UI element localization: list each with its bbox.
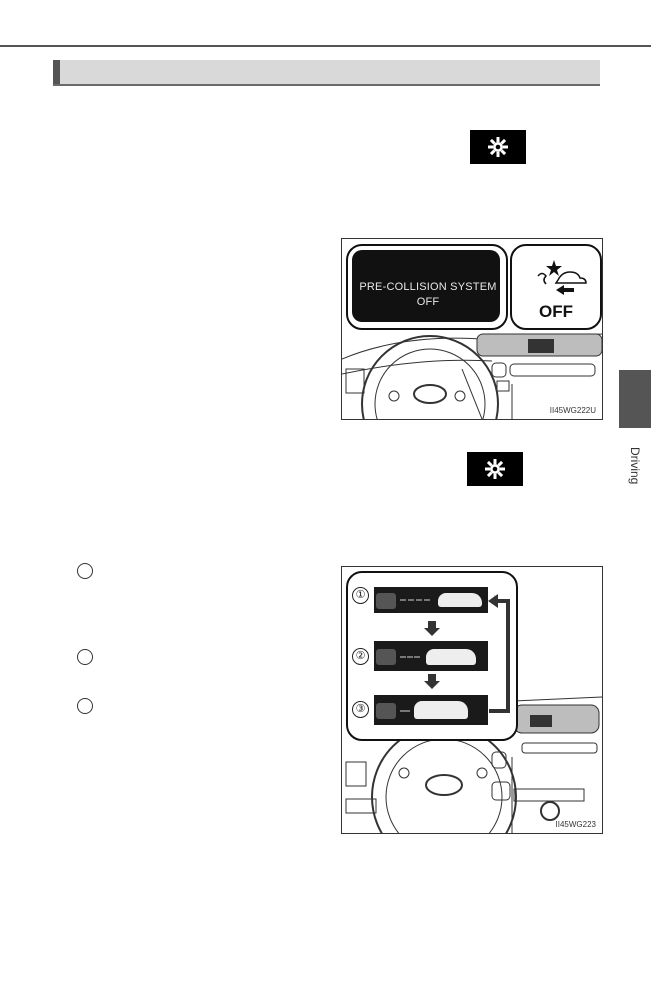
step-number-2: ② bbox=[352, 648, 369, 665]
step-bullet bbox=[77, 563, 93, 579]
warning-screen-1 bbox=[374, 587, 488, 613]
dashboard-illustration bbox=[345, 696, 602, 833]
step-bullet bbox=[77, 649, 93, 665]
warning-steps-callout: ① ② ③ bbox=[346, 571, 518, 741]
step-bullet bbox=[77, 698, 93, 714]
figure-warning-timing: ① ② ③ II45WG223 bbox=[341, 566, 603, 834]
screen-message-line1: PRE-COLLISION SYSTEM bbox=[359, 281, 497, 293]
figure-code: II45WG222U bbox=[549, 406, 596, 415]
figure-code: II45WG223 bbox=[555, 820, 596, 829]
screen-message-line2: OFF bbox=[416, 296, 440, 308]
screen-callout: PRE-COLLISION SYSTEM OFF bbox=[346, 244, 508, 330]
off-label: OFF bbox=[539, 302, 573, 321]
warning-screen-2 bbox=[374, 641, 488, 671]
top-rule bbox=[0, 45, 651, 47]
step-number-1: ① bbox=[352, 587, 369, 604]
display-screen bbox=[352, 250, 500, 322]
section-header-bar bbox=[53, 60, 600, 86]
chapter-tab bbox=[619, 370, 651, 428]
section-marker bbox=[53, 60, 60, 84]
gear-icon bbox=[470, 130, 526, 164]
indicator-callout: OFF bbox=[510, 244, 602, 330]
dashboard-illustration bbox=[342, 333, 602, 419]
chapter-label: Driving bbox=[628, 447, 642, 485]
warning-screen-3 bbox=[374, 695, 488, 725]
cycle-arrow bbox=[424, 594, 510, 713]
gear-icon bbox=[467, 452, 523, 486]
step-number-3: ③ bbox=[352, 701, 369, 718]
pre-collision-off-icon bbox=[537, 260, 587, 295]
figure-pcs-off-display: PRE-COLLISION SYSTEM OFF OFF II45WG222U bbox=[341, 238, 603, 420]
